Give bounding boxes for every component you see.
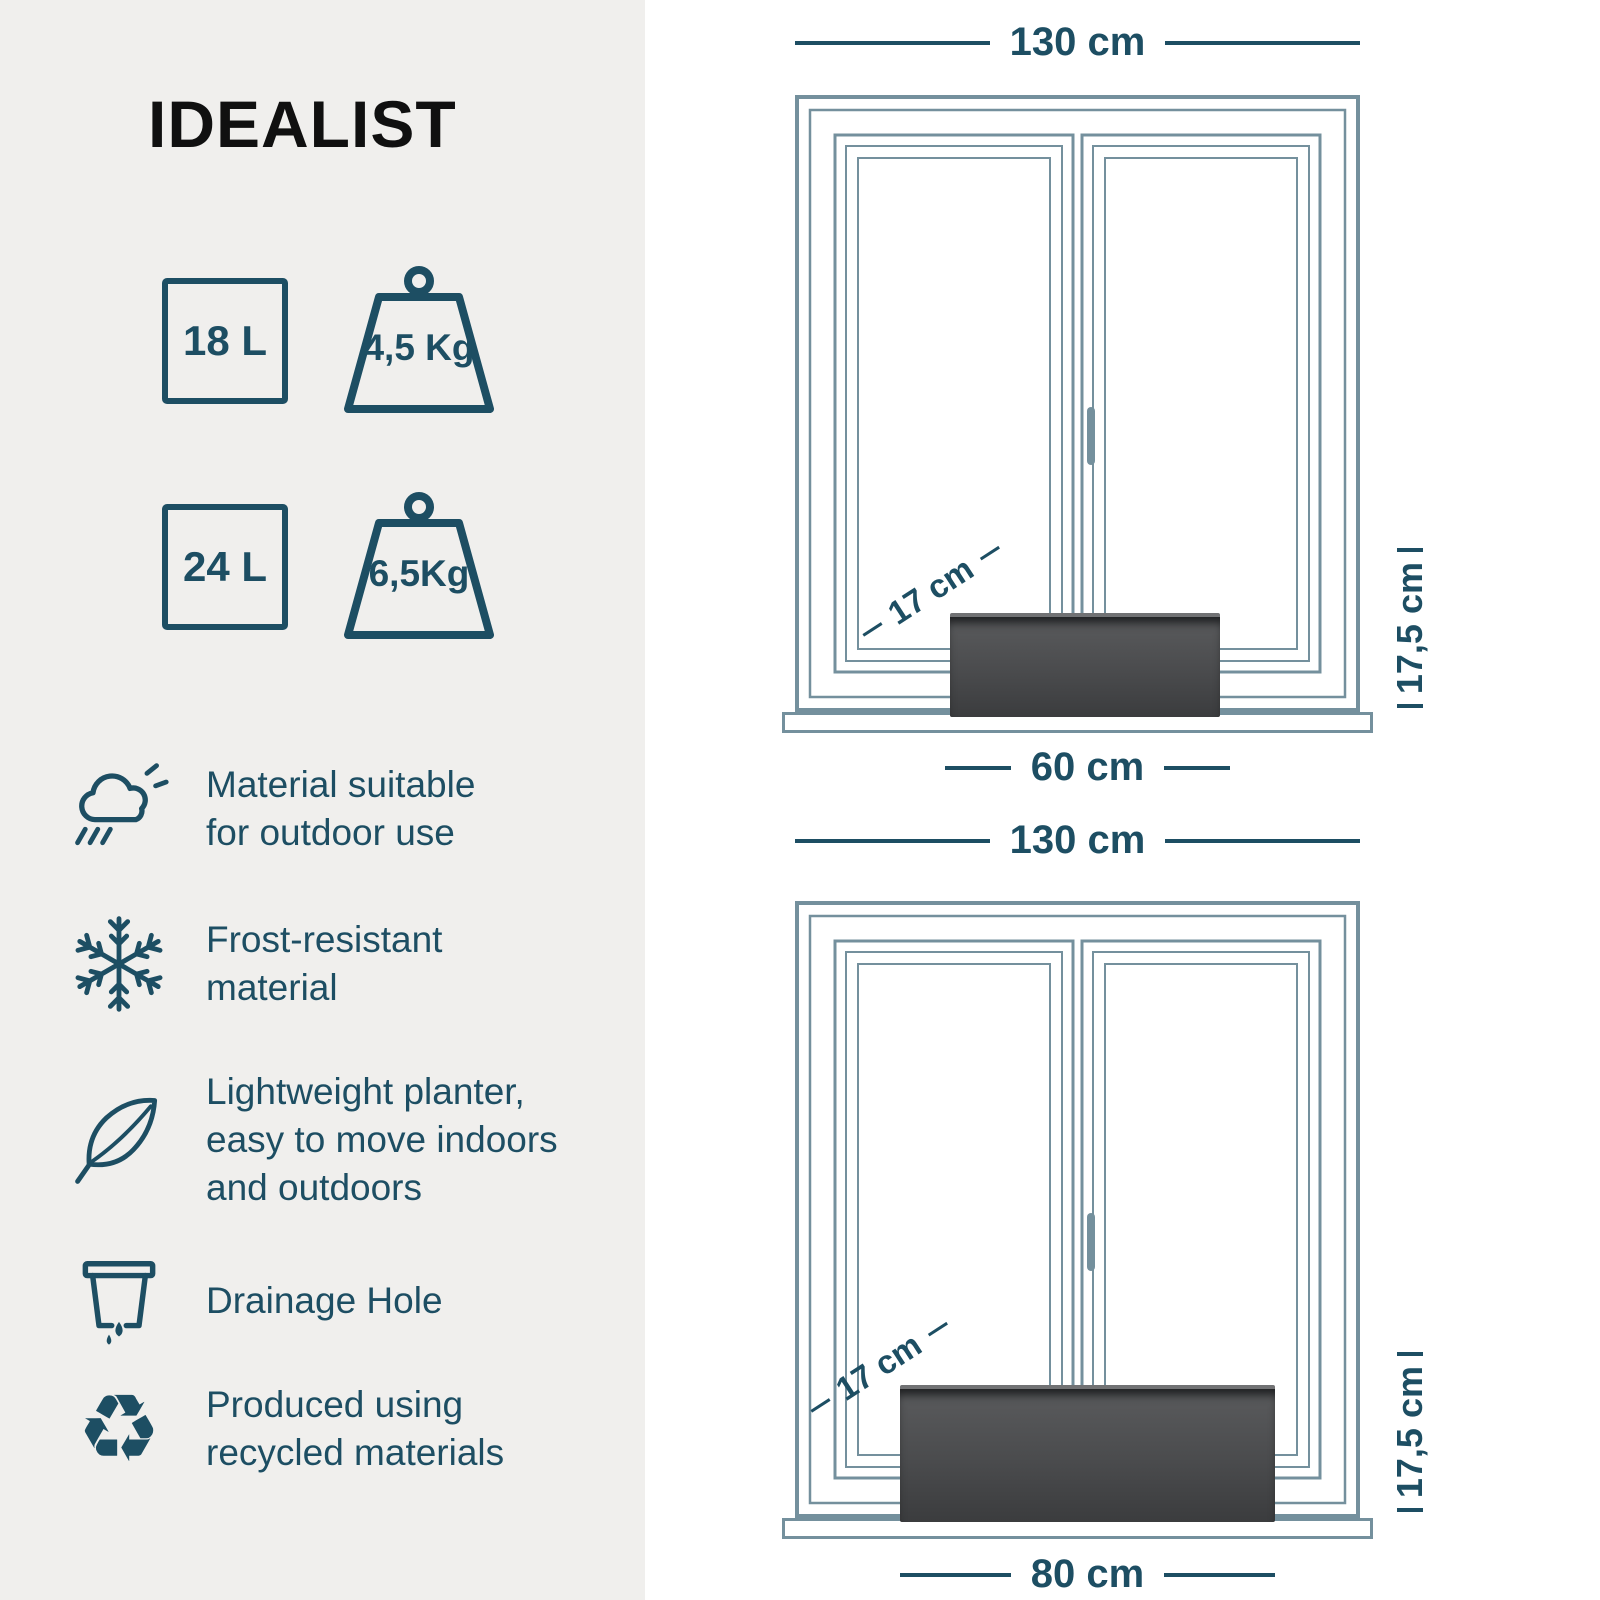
dim-tick bbox=[927, 1321, 948, 1337]
window-handle-icon bbox=[1087, 407, 1095, 465]
drainage-icon bbox=[58, 1240, 180, 1362]
dim-planter-height: 17,5 cm bbox=[1389, 548, 1431, 709]
volume-badge: 18 L bbox=[162, 278, 288, 404]
feather-icon bbox=[58, 1079, 180, 1201]
window-diagram-80: 130 cm 17 cm 80 cm 17, bbox=[645, 800, 1600, 1600]
dim-tick bbox=[810, 1397, 831, 1413]
dim-planter-width: 80 cm bbox=[900, 1552, 1276, 1597]
weight-badge: 6,5Kg bbox=[334, 491, 504, 643]
dim-label: 60 cm bbox=[1030, 745, 1145, 789]
feature-line: Produced using bbox=[206, 1383, 464, 1425]
weight-label: 6,5Kg bbox=[368, 553, 470, 594]
dim-window-width: 130 cm bbox=[795, 818, 1361, 863]
feature-outdoor: Material suitable for outdoor use bbox=[58, 748, 618, 870]
spec-row-small: 18 L 4,5 Kg bbox=[162, 266, 504, 416]
feature-line: easy to move indoors bbox=[206, 1119, 558, 1161]
weight-icon bbox=[344, 492, 494, 639]
dim-line bbox=[1164, 765, 1231, 770]
dim-line bbox=[900, 1572, 1011, 1577]
feature-text: Frost-resistant material bbox=[206, 916, 442, 1012]
weather-icon bbox=[58, 748, 180, 870]
feature-line: recycled materials bbox=[206, 1432, 505, 1473]
dim-tick bbox=[1397, 704, 1423, 709]
dim-line bbox=[795, 838, 990, 843]
dim-label: 80 cm bbox=[1030, 1552, 1145, 1596]
dim-tick bbox=[1397, 1508, 1423, 1513]
dim-label: 17,5 cm bbox=[1389, 562, 1430, 695]
volume-label: 24 L bbox=[182, 543, 268, 590]
feature-line: Lightweight planter, bbox=[206, 1071, 525, 1112]
brand-logo: IDEALIST bbox=[148, 87, 457, 161]
dim-label: 130 cm bbox=[1009, 20, 1146, 64]
dim-line bbox=[1165, 838, 1361, 843]
weight-icon bbox=[344, 266, 494, 413]
info-panel: IDEALIST 18 L 4,5 Kg 24 L bbox=[0, 0, 645, 1600]
feature-text: Produced using recycled materials bbox=[206, 1381, 504, 1477]
recycle-icon: ♻ bbox=[76, 1376, 162, 1481]
feature-line: Frost-resistant bbox=[206, 918, 443, 960]
volume-label: 18 L bbox=[182, 317, 268, 364]
planter-80 bbox=[900, 1385, 1275, 1522]
dim-tick bbox=[1397, 548, 1423, 552]
dim-line bbox=[1165, 40, 1361, 45]
feature-line: and outdoors bbox=[206, 1167, 423, 1209]
dim-line bbox=[1164, 1572, 1276, 1577]
volume-badge: 24 L bbox=[162, 504, 288, 630]
window-diagram-60: 130 cm 17 cm 60 cm 17, bbox=[645, 0, 1600, 800]
window-handle-icon bbox=[1087, 1213, 1095, 1271]
feature-frost: Frost-resistant material bbox=[58, 903, 618, 1025]
dim-label: 17,5 cm bbox=[1389, 1366, 1430, 1499]
feature-line: material bbox=[206, 967, 338, 1008]
dim-planter-width: 60 cm bbox=[945, 745, 1231, 790]
dim-window-width: 130 cm bbox=[795, 20, 1361, 65]
dim-line bbox=[795, 40, 990, 45]
feature-line: Drainage Hole bbox=[206, 1279, 443, 1321]
feature-drainage: Drainage Hole bbox=[58, 1240, 618, 1362]
dim-planter-height: 17,5 cm bbox=[1389, 1352, 1431, 1513]
weight-badge: 4,5 Kg bbox=[334, 265, 504, 417]
feature-line: for outdoor use bbox=[206, 812, 455, 853]
dim-tick bbox=[1397, 1352, 1423, 1356]
spec-row-large: 24 L 6,5Kg bbox=[162, 492, 504, 642]
feature-text: Material suitable for outdoor use bbox=[206, 761, 475, 857]
feature-text: Lightweight planter, easy to move indoor… bbox=[206, 1068, 558, 1212]
snowflake-icon bbox=[58, 903, 180, 1025]
feature-recycled: ♻ Produced using recycled materials bbox=[58, 1368, 618, 1490]
dim-tick bbox=[979, 545, 1000, 561]
dim-label: 130 cm bbox=[1009, 818, 1146, 862]
feature-line: Material suitable bbox=[206, 763, 476, 805]
dim-tick bbox=[862, 621, 883, 637]
feature-text: Drainage Hole bbox=[206, 1277, 443, 1325]
planter-60 bbox=[950, 613, 1220, 717]
dim-line bbox=[945, 765, 1011, 770]
feature-lightweight: Lightweight planter, easy to move indoor… bbox=[58, 1068, 618, 1212]
weight-label: 4,5 Kg bbox=[363, 327, 475, 368]
